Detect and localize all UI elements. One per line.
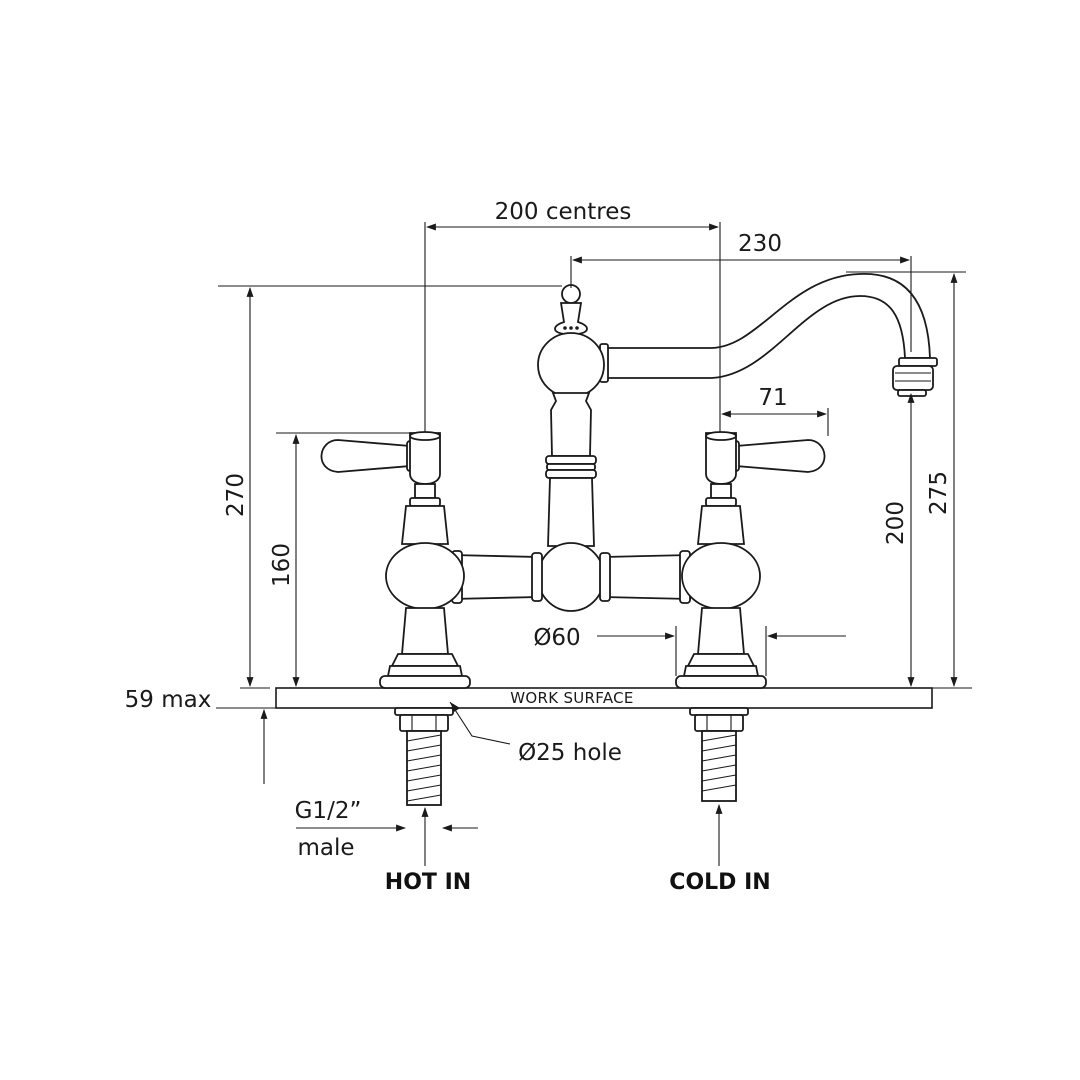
max-surface-label: 59 max [125,687,212,713]
reach-label: 230 [738,231,782,257]
cold-valve [675,431,826,802]
bridge [451,550,691,604]
lever-reach-label: 71 [758,385,787,411]
total-height-label: 270 [223,473,249,517]
male-label: male [297,835,354,861]
centres-label: 200 centres [495,199,632,225]
work-surface: WORK SURFACE [275,687,933,709]
dimension-labels: 200 centres 230 71 270 160 200 275 59 ma… [125,199,952,895]
hole-label: Ø25 hole [518,740,622,766]
lever-height-label: 160 [269,543,295,587]
cold-in-label: COLD IN [669,870,770,895]
thread-label: G1/2” [295,798,362,824]
overall-height-label: 275 [926,471,952,515]
dimension-lines [216,222,972,866]
central-column [537,284,605,612]
spout-height-label: 200 [883,501,909,545]
hot-in-label: HOT IN [385,870,471,895]
base-diameter-label: Ø60 [533,625,580,651]
hot-valve [320,431,471,806]
work-surface-label: WORK SURFACE [510,689,633,707]
spout [599,273,938,397]
